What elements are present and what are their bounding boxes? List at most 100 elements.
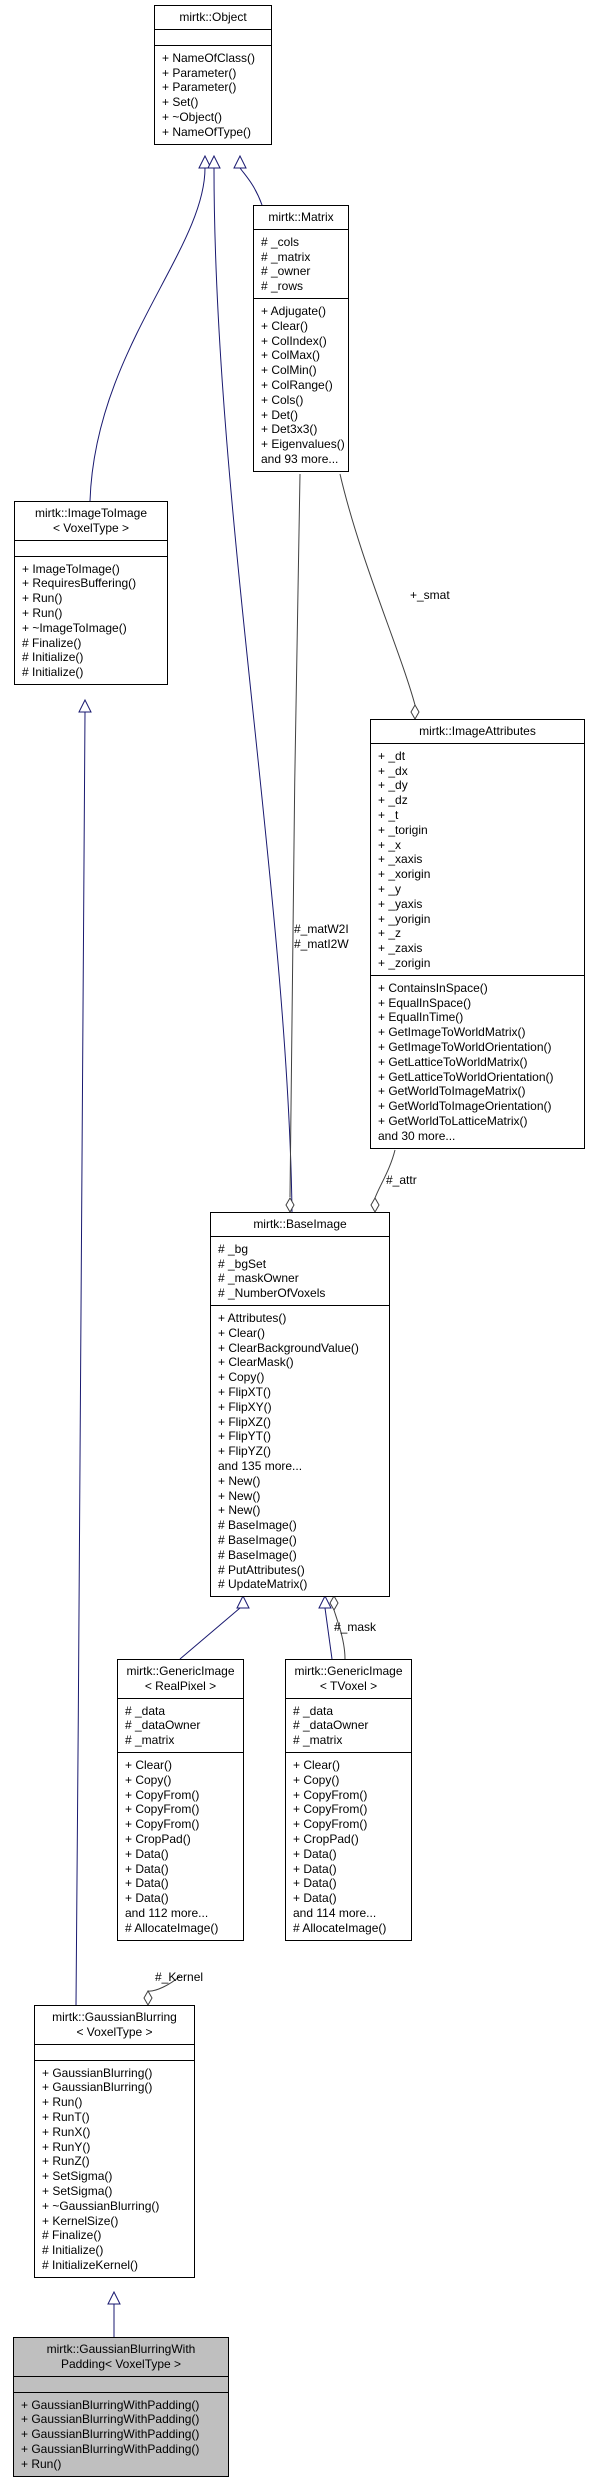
class-image-to-image[interactable]: mirtk::ImageToImage< VoxelType >+ ImageT…	[14, 501, 168, 685]
member-method[interactable]: + GaussianBlurringWithPadding()	[21, 2427, 200, 2442]
class-generic-image-realpixel[interactable]: mirtk::GenericImage< RealPixel ># _data#…	[117, 1659, 244, 1941]
member-method[interactable]: + FlipYT()	[218, 1429, 272, 1444]
member-method[interactable]: + GetWorldToLatticeMatrix()	[378, 1113, 528, 1128]
member-method[interactable]: + CopyFrom()	[293, 1802, 368, 1817]
member-method[interactable]: + Run()	[42, 2095, 83, 2110]
member-method[interactable]: # Finalize()	[42, 2228, 102, 2243]
member-attribute[interactable]: + _yaxis	[378, 896, 423, 911]
member-method[interactable]: # BaseImage()	[218, 1532, 297, 1547]
member-method[interactable]: + GetImageToWorldMatrix()	[378, 1025, 526, 1040]
member-method[interactable]: + SetSigma()	[42, 2169, 113, 2184]
member-method[interactable]: + CopyFrom()	[293, 1817, 368, 1832]
member-method[interactable]: + ColRange()	[261, 377, 333, 392]
member-method[interactable]: # UpdateMatrix()	[218, 1577, 308, 1592]
member-method[interactable]: # InitializeKernel()	[42, 2257, 139, 2272]
member-method[interactable]: + Data()	[293, 1876, 337, 1891]
member-method[interactable]: and 30 more...	[378, 1128, 456, 1143]
member-method[interactable]: + Det3x3()	[261, 422, 318, 437]
member-method[interactable]: + Clear()	[218, 1325, 266, 1340]
member-method[interactable]: + FlipXZ()	[218, 1414, 272, 1429]
member-method[interactable]: + GaussianBlurring()	[42, 2080, 153, 2095]
member-method[interactable]: + CopyFrom()	[293, 1787, 368, 1802]
member-method[interactable]: + Set()	[162, 95, 199, 110]
member-method[interactable]: + Run()	[22, 605, 63, 620]
member-method[interactable]: + Run()	[21, 2456, 62, 2471]
member-method[interactable]: + Data()	[125, 1876, 169, 1891]
member-method[interactable]: + New()	[218, 1473, 261, 1488]
member-attribute[interactable]: + _xaxis	[378, 852, 423, 867]
member-attribute[interactable]: # _dataOwner	[293, 1718, 369, 1733]
member-method[interactable]: and 93 more...	[261, 451, 339, 466]
member-method[interactable]: + RunX()	[42, 2124, 91, 2139]
member-method[interactable]: # BaseImage()	[218, 1518, 297, 1533]
member-method[interactable]: + Adjugate()	[261, 303, 327, 318]
member-method[interactable]: + Parameter()	[162, 80, 237, 95]
member-attribute[interactable]: + _zorigin	[378, 955, 431, 970]
member-method[interactable]: # Initialize()	[42, 2243, 104, 2258]
member-method[interactable]: # Finalize()	[22, 635, 82, 650]
member-method[interactable]: + GetLatticeToWorldOrientation()	[378, 1069, 554, 1084]
member-method[interactable]: + CopyFrom()	[125, 1787, 200, 1802]
member-method[interactable]: + Data()	[293, 1861, 337, 1876]
member-method[interactable]: + SetSigma()	[42, 2183, 113, 2198]
member-attribute[interactable]: # _bgSet	[218, 1256, 267, 1271]
member-method[interactable]: # AllocateImage()	[125, 1920, 219, 1935]
member-method[interactable]: + FlipYZ()	[218, 1444, 272, 1459]
member-method[interactable]: + FlipXT()	[218, 1384, 272, 1399]
member-method[interactable]: # Initialize()	[22, 650, 84, 665]
member-method[interactable]: + Clear()	[125, 1757, 173, 1772]
member-method[interactable]: + ~ImageToImage()	[22, 620, 127, 635]
member-method[interactable]: + Attributes()	[218, 1310, 287, 1325]
member-attribute[interactable]: # _data	[293, 1703, 334, 1718]
member-method[interactable]: # BaseImage()	[218, 1547, 297, 1562]
member-attribute[interactable]: + _dx	[378, 763, 408, 778]
member-attribute[interactable]: # _NumberOfVoxels	[218, 1286, 326, 1301]
member-method[interactable]: + Copy()	[293, 1772, 340, 1787]
member-attribute[interactable]: + _torigin	[378, 822, 428, 837]
member-method[interactable]: + GetLatticeToWorldMatrix()	[378, 1054, 528, 1069]
member-method[interactable]: + Data()	[125, 1861, 169, 1876]
member-method[interactable]: + Copy()	[125, 1772, 172, 1787]
member-method[interactable]: and 114 more...	[293, 1905, 377, 1920]
member-method[interactable]: and 135 more...	[218, 1458, 303, 1473]
member-method[interactable]: + CropPad()	[125, 1831, 191, 1846]
member-method[interactable]: + EqualInTime()	[378, 1010, 464, 1025]
member-method[interactable]: + Data()	[293, 1846, 337, 1861]
member-attribute[interactable]: + _yorigin	[378, 911, 431, 926]
member-method[interactable]: + NameOfType()	[162, 124, 252, 139]
member-method[interactable]: # Initialize()	[22, 665, 84, 680]
class-generic-image-tvoxel[interactable]: mirtk::GenericImage< TVoxel ># _data# _d…	[285, 1659, 412, 1941]
member-method[interactable]: + ClearBackgroundValue()	[218, 1340, 359, 1355]
member-attribute[interactable]: + _zaxis	[378, 941, 423, 956]
member-method[interactable]: + ImageToImage()	[22, 561, 120, 576]
member-method[interactable]: + ColMax()	[261, 348, 321, 363]
member-method[interactable]: + GaussianBlurringWithPadding()	[21, 2412, 200, 2427]
member-method[interactable]: + ColMin()	[261, 363, 317, 378]
member-method[interactable]: + Copy()	[218, 1370, 265, 1385]
member-method[interactable]: + CopyFrom()	[125, 1802, 200, 1817]
member-method[interactable]: + New()	[218, 1488, 261, 1503]
member-method[interactable]: # AllocateImage()	[293, 1920, 387, 1935]
member-method[interactable]: + GaussianBlurringWithPadding()	[21, 2397, 200, 2412]
member-method[interactable]: + ClearMask()	[218, 1355, 294, 1370]
member-attribute[interactable]: # _data	[125, 1703, 166, 1718]
member-method[interactable]: + RunT()	[42, 2109, 90, 2124]
member-method[interactable]: + ~GaussianBlurring()	[42, 2198, 160, 2213]
member-attribute[interactable]: # _dataOwner	[125, 1718, 201, 1733]
class-matrix[interactable]: mirtk::Matrix# _cols# _matrix# _owner# _…	[253, 205, 349, 472]
member-method[interactable]: + New()	[218, 1503, 261, 1518]
member-method[interactable]: + Cols()	[261, 392, 304, 407]
member-method[interactable]: + Data()	[125, 1846, 169, 1861]
member-attribute[interactable]: # _matrix	[261, 249, 311, 264]
member-method[interactable]: + GaussianBlurring()	[42, 2065, 153, 2080]
member-method[interactable]: + NameOfClass()	[162, 50, 256, 65]
member-attribute[interactable]: # _matrix	[293, 1733, 343, 1748]
member-attribute[interactable]: + _x	[378, 837, 402, 852]
member-method[interactable]: + Det()	[261, 407, 299, 422]
member-method[interactable]: + CropPad()	[293, 1831, 359, 1846]
member-attribute[interactable]: + _dt	[378, 748, 406, 763]
member-method[interactable]: + ColIndex()	[261, 333, 327, 348]
member-method[interactable]: + Clear()	[261, 318, 309, 333]
member-attribute[interactable]: + _xorigin	[378, 867, 431, 882]
